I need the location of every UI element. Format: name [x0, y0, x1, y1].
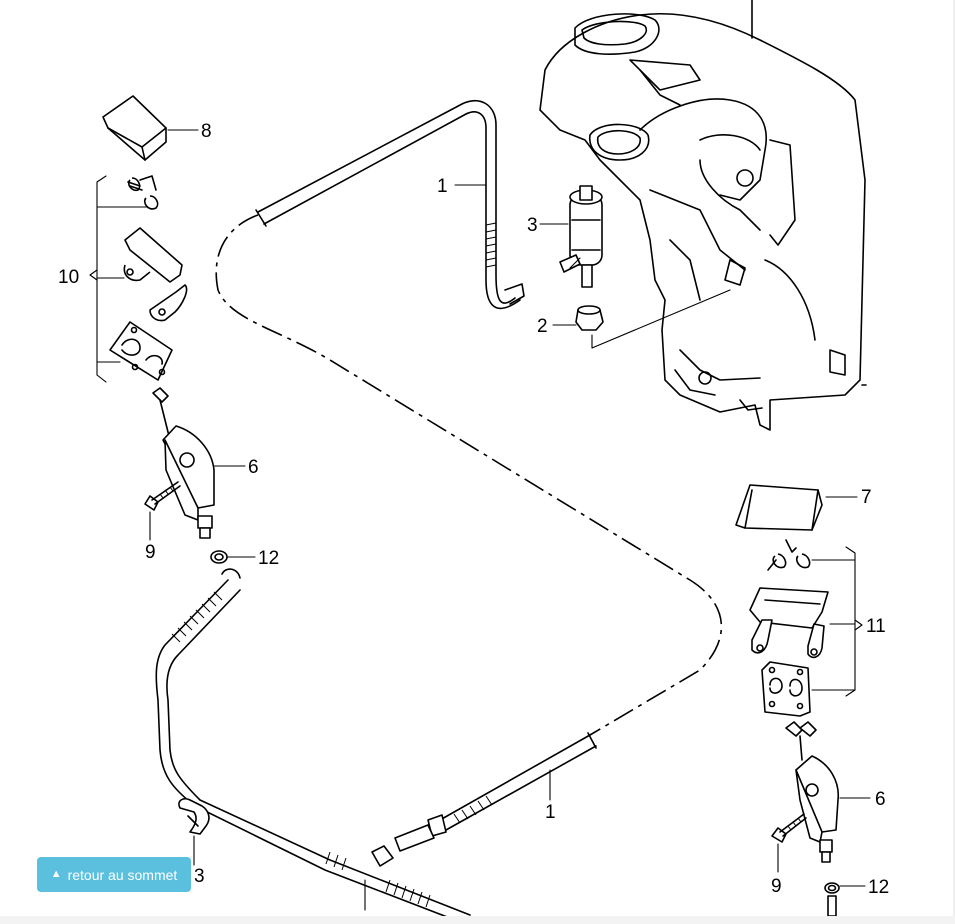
bracket-left [123, 227, 188, 322]
callout-10: 10 [58, 267, 79, 288]
chevron-up-icon: ▲ [50, 868, 62, 880]
screw-left [144, 481, 181, 541]
callout-1-lower: 1 [545, 802, 556, 823]
hose-clip [178, 798, 210, 835]
nozzle-left [152, 387, 215, 539]
spring-clip-left [127, 175, 159, 210]
callout-9-right: 9 [771, 876, 782, 897]
bracket-right [749, 587, 829, 659]
back-to-top-label: retour au sommet [67, 866, 178, 883]
spring-clip-right [767, 539, 811, 571]
callout-1-upper: 1 [437, 176, 448, 197]
page-edge-bottom [0, 916, 955, 924]
routing-path [215, 214, 723, 736]
leader-2 [591, 289, 731, 349]
callout-12-right: 12 [868, 877, 889, 898]
cap-left [102, 95, 167, 161]
callout-7: 7 [861, 487, 872, 508]
holder-right [761, 661, 811, 717]
o-ring-left [210, 550, 228, 564]
callout-3-lower: 3 [194, 866, 205, 887]
washer-pump [559, 185, 603, 288]
washer-reservoir [539, 0, 867, 431]
callout-2: 2 [537, 316, 548, 337]
page-edge-right [953, 0, 955, 924]
callout-9-left: 9 [145, 542, 156, 563]
cap-right [735, 484, 823, 531]
callout-6-left: 6 [248, 457, 259, 478]
bracket-11 [845, 546, 856, 697]
pump-grommet [575, 305, 604, 331]
holder-left [109, 321, 173, 381]
o-ring-right [824, 882, 840, 894]
hose-upper [255, 99, 525, 310]
screw-right [771, 813, 807, 873]
callout-12-left: 12 [258, 548, 279, 569]
callout-11: 11 [866, 616, 886, 637]
back-to-top-button[interactable]: ▲ retour au sommet [37, 857, 191, 892]
callout-6-right: 6 [875, 789, 886, 810]
nozzle-right [785, 721, 839, 863]
hose-lower [155, 568, 597, 921]
callout-3-upper: 3 [527, 215, 538, 236]
callout-8: 8 [201, 121, 212, 142]
